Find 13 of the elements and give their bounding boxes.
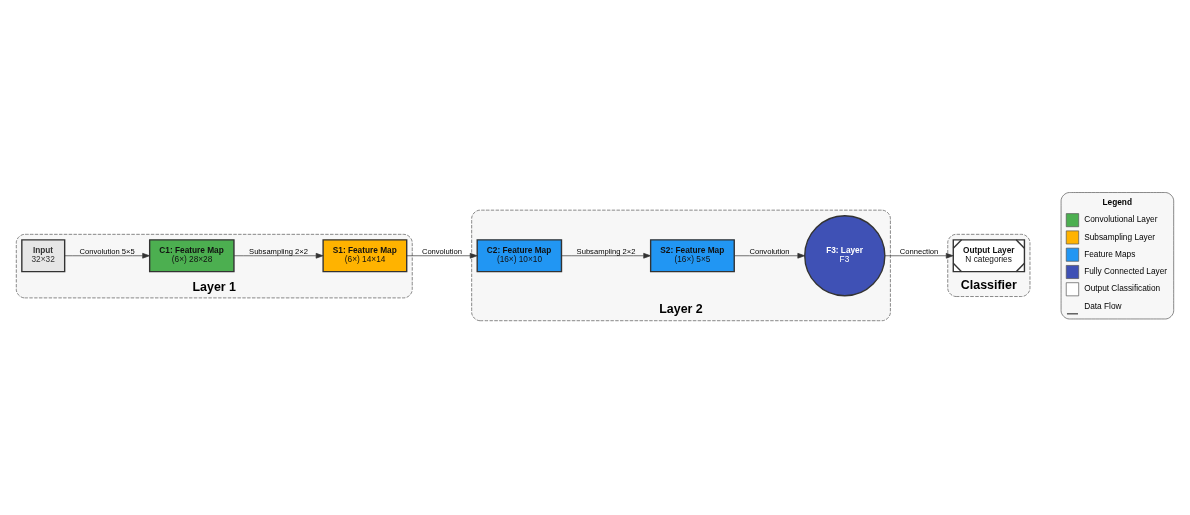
legend-label: Subsampling Layer	[1084, 231, 1156, 242]
edge-label: Convolution 5×5	[79, 246, 135, 256]
legend-label: Data Flow	[1084, 300, 1122, 311]
edge-label: Connection	[899, 246, 939, 256]
legend-label: Output Classification	[1084, 282, 1161, 293]
legend-label: Convolutional Layer	[1084, 213, 1158, 224]
edge-label: Subsampling 2×2	[576, 246, 636, 256]
edge-label: Subsampling 2×2	[249, 246, 308, 256]
legend-label: Fully Connected Layer	[1084, 265, 1168, 276]
edge-label: Convolution	[421, 246, 463, 256]
legend-label: Feature Maps	[1084, 248, 1136, 259]
label: Legend	[1102, 196, 1132, 207]
edge-label: Convolution	[749, 246, 790, 256]
